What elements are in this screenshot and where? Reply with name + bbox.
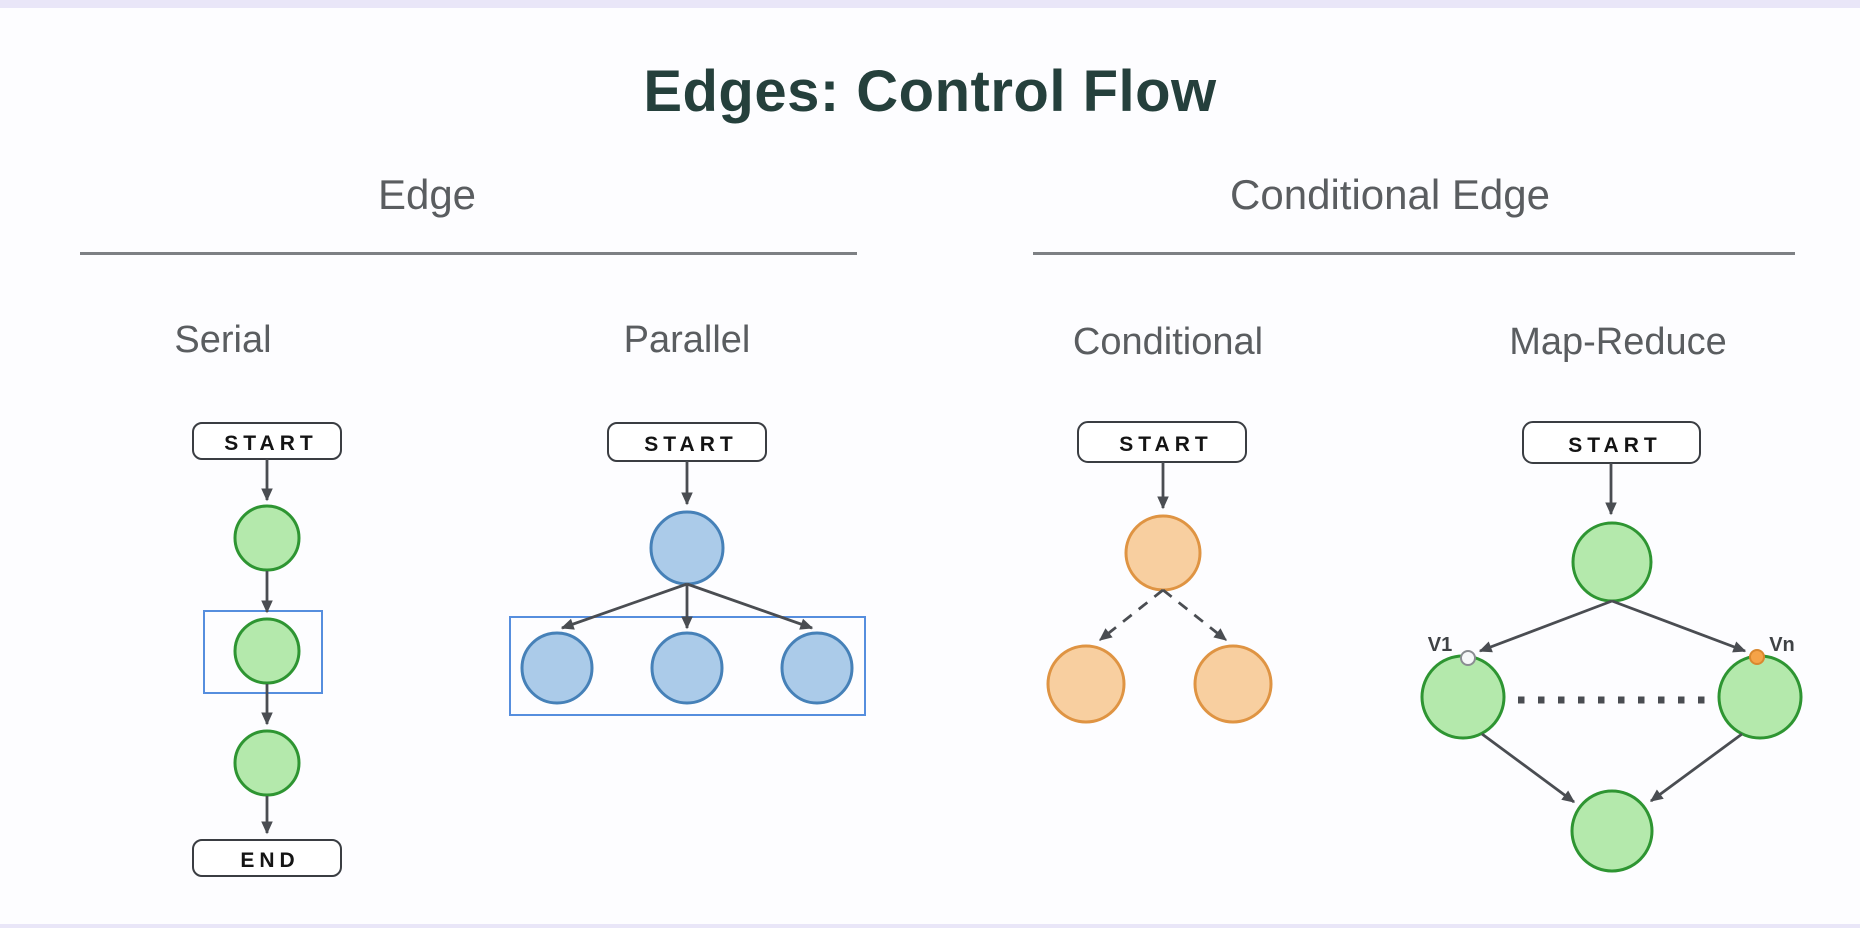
conditional-diagram: START [1046,421,1273,724]
mapreduce-reduce-edge-right [1649,732,1743,803]
section-rule-conditional-edge [1033,252,1795,255]
parallel-diagram: START [509,422,866,716]
serial-end-box [192,839,342,877]
mapreduce-vn-port-marker [1749,649,1765,665]
mapreduce-node-vn [1717,654,1803,740]
parallel-fanout-left [560,582,688,630]
serial-start-label: START [224,432,317,455]
parallel-start-label: START [644,433,737,456]
serial-node-3 [233,729,301,797]
serial-diagram: START END [192,422,342,877]
parallel-fanout-right [686,582,814,630]
mapreduce-label-vn: Vn [1769,634,1795,656]
parallel-node-2 [650,631,724,705]
mapreduce-node-v1 [1420,654,1506,740]
diagram-title-conditional: Conditional [1072,321,1264,363]
conditional-dashed-edge-left [1098,588,1164,642]
section-header-conditional-edge: Conditional Edge [1230,171,1550,218]
section-header-edge: Edge [377,171,477,218]
top-accent-strip [0,0,1860,8]
conditional-start-label: START [1119,433,1212,456]
mapreduce-map-edge-left [1478,599,1613,653]
serial-end-label: END [240,849,299,872]
mapreduce-map-edge-right [1611,599,1747,653]
section-rule-edge [80,252,857,255]
conditional-node-top [1124,514,1202,592]
diagram-title-serial: Serial [174,319,272,361]
mapreduce-diagram: START V1 Vn [1420,421,1803,873]
page-title: Edges: Control Flow [643,58,1217,124]
parallel-node-3 [780,631,854,705]
serial-node-2 [233,617,301,685]
mapreduce-v1-port-marker [1460,650,1476,666]
parallel-node-1 [520,631,594,705]
mapreduce-start-label: START [1568,434,1661,457]
conditional-node-right [1193,644,1273,724]
diagram-title-parallel: Parallel [623,319,751,361]
mapreduce-node-top [1571,521,1653,603]
serial-node-1 [233,504,301,572]
diagram-title-mapreduce: Map-Reduce [1509,321,1727,363]
mapreduce-label-v1: V1 [1428,634,1452,656]
mapreduce-reduce-edge-left [1481,732,1576,804]
parallel-node-top [649,510,725,586]
conditional-node-left [1046,644,1126,724]
mapreduce-node-reduce [1570,789,1654,873]
conditional-dashed-edge-right [1162,588,1228,642]
bottom-accent-strip [0,924,1860,928]
